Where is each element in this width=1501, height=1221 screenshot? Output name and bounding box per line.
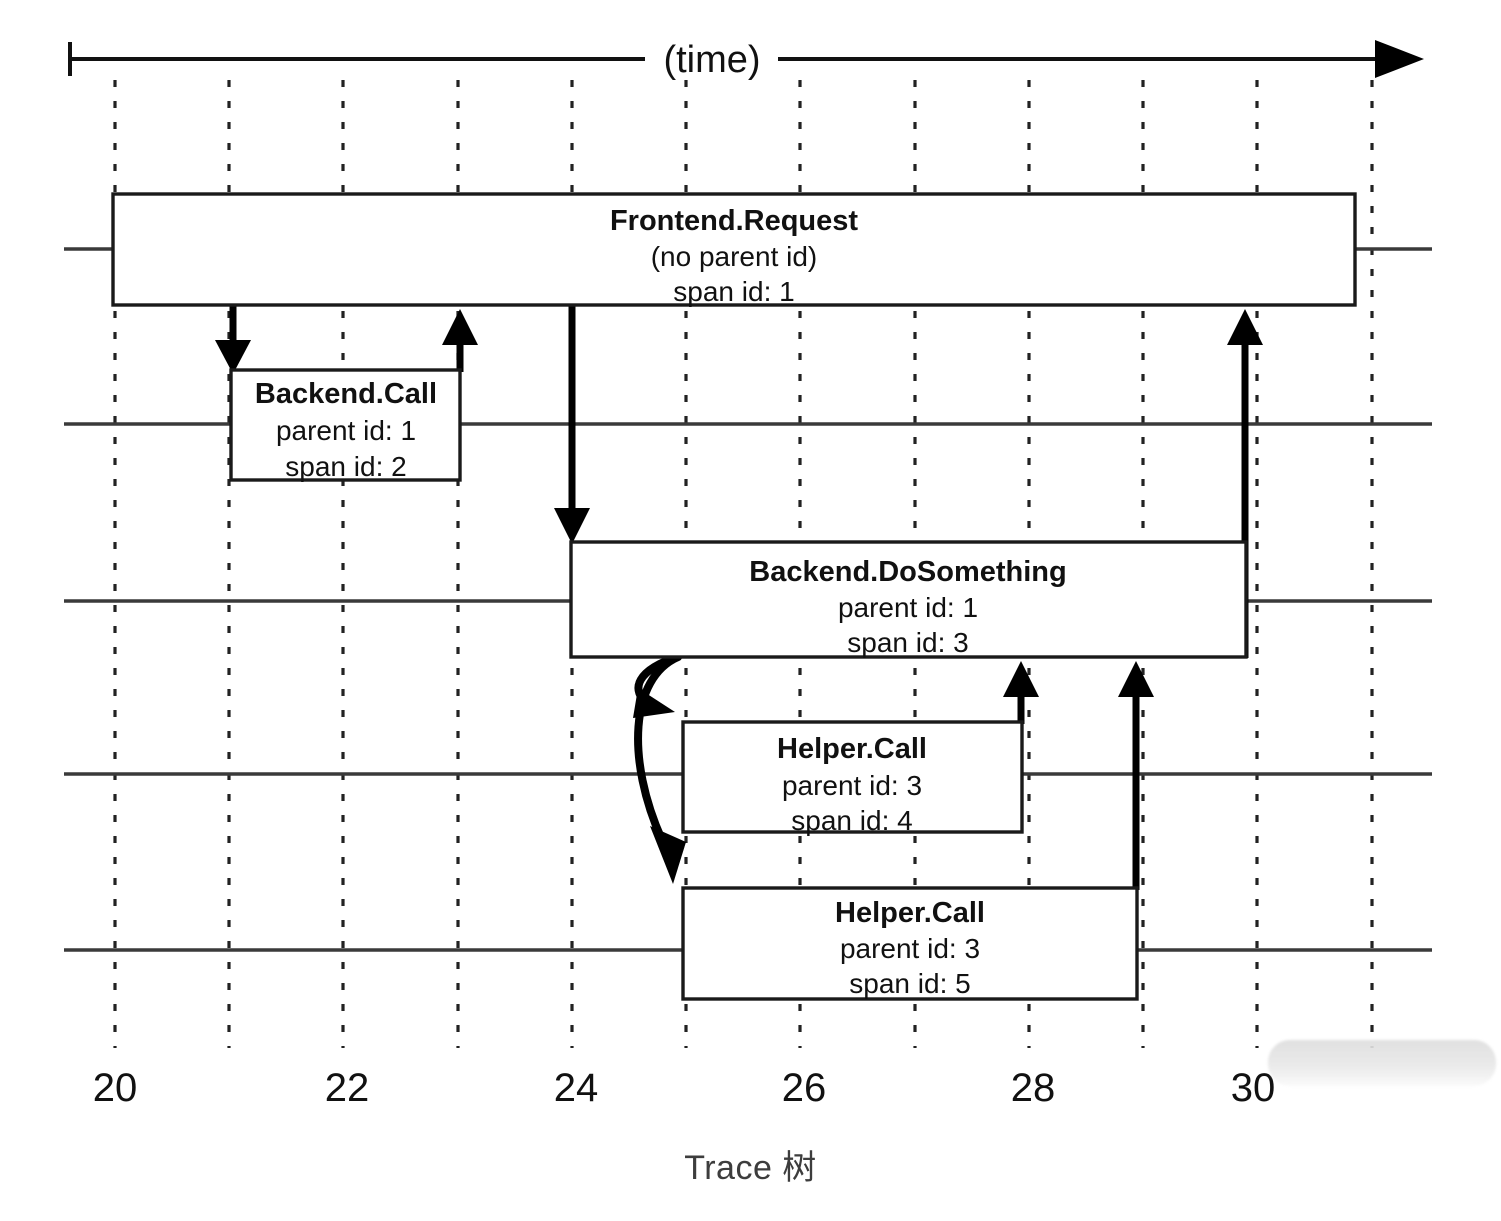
span-parent-id: parent id: 3 bbox=[782, 770, 922, 801]
call-arrow-frontend-to-dosomething bbox=[554, 305, 590, 544]
span-rect[interactable] bbox=[111, 192, 1357, 307]
span-title: Frontend.Request bbox=[610, 205, 858, 237]
tick-label-24: 24 bbox=[554, 1066, 599, 1110]
time-axis-label: (time) bbox=[663, 39, 760, 81]
span-box-helper-call-5[interactable]: Helper.Call parent id: 3 span id: 5 bbox=[681, 886, 1139, 1001]
arrowhead-down-icon bbox=[554, 508, 590, 544]
span-rect[interactable] bbox=[681, 720, 1024, 834]
arrowhead-down-icon bbox=[215, 340, 251, 374]
return-arrow-helper5-to-dosomething bbox=[1118, 661, 1154, 890]
return-arrow-backendcall-to-frontend bbox=[442, 309, 478, 372]
arrowhead-up-icon bbox=[442, 309, 478, 345]
call-arrow-frontend-to-backendcall bbox=[215, 305, 251, 374]
span-box-helper-call-4[interactable]: Helper.Call parent id: 3 span id: 4 bbox=[681, 720, 1024, 836]
span-span-id: span id: 5 bbox=[849, 968, 970, 999]
tick-label-30: 30 bbox=[1231, 1066, 1276, 1110]
span-parent-id: parent id: 3 bbox=[840, 933, 980, 964]
span-title: Backend.DoSomething bbox=[749, 556, 1066, 588]
tick-label-28: 28 bbox=[1011, 1066, 1056, 1110]
redaction-overlay bbox=[1268, 1040, 1496, 1086]
tick-label-22: 22 bbox=[325, 1066, 370, 1110]
span-title: Helper.Call bbox=[835, 897, 985, 929]
arrowhead-curve-icon bbox=[650, 826, 686, 884]
span-span-id: span id: 1 bbox=[673, 276, 794, 307]
arrowhead-up-icon bbox=[1003, 661, 1039, 697]
return-arrow-helper4-to-dosomething bbox=[1003, 661, 1039, 724]
span-parent-id: parent id: 1 bbox=[838, 592, 978, 623]
span-box-backend-call[interactable]: Backend.Call parent id: 1 span id: 2 bbox=[229, 368, 462, 482]
span-rect[interactable] bbox=[681, 886, 1139, 1001]
arrowhead-up-icon bbox=[1118, 661, 1154, 697]
tick-label-20: 20 bbox=[93, 1066, 138, 1110]
span-title: Backend.Call bbox=[255, 378, 437, 410]
span-rect[interactable] bbox=[569, 540, 1248, 659]
tick-labels: 20 22 24 26 28 30 bbox=[93, 1066, 1276, 1110]
span-rect[interactable] bbox=[229, 368, 462, 482]
span-span-id: span id: 4 bbox=[791, 805, 912, 836]
span-span-id: span id: 2 bbox=[285, 451, 406, 482]
figure-caption: Trace 树 bbox=[684, 1149, 817, 1187]
span-parent-id: parent id: 1 bbox=[276, 415, 416, 446]
span-span-id: span id: 3 bbox=[847, 627, 968, 658]
span-box-frontend-request[interactable]: Frontend.Request (no parent id) span id:… bbox=[111, 192, 1357, 307]
tick-label-26: 26 bbox=[782, 1066, 827, 1110]
arrowhead-up-icon bbox=[1227, 309, 1263, 345]
span-parent-id: (no parent id) bbox=[651, 241, 818, 272]
time-axis: (time) bbox=[68, 39, 1424, 81]
time-axis-arrow-icon bbox=[1375, 40, 1424, 78]
span-title: Helper.Call bbox=[777, 733, 927, 765]
call-arrow-dosomething-to-helper5 bbox=[634, 653, 686, 884]
span-box-backend-dosomething[interactable]: Backend.DoSomething parent id: 1 span id… bbox=[569, 540, 1248, 659]
